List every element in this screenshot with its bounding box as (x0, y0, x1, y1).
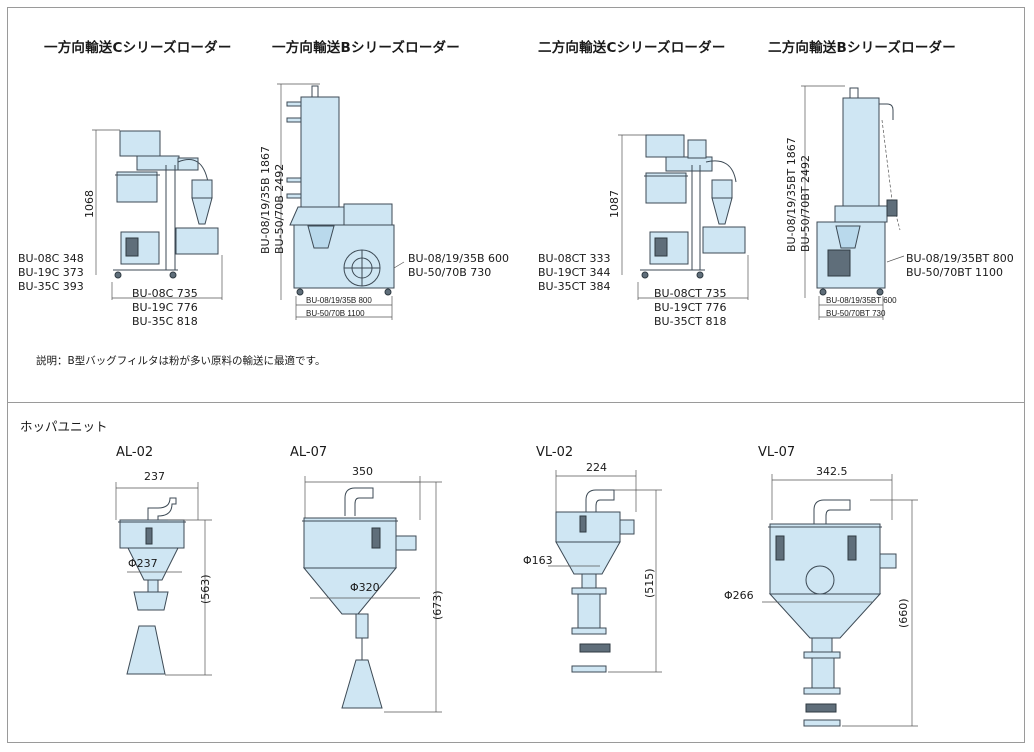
ct-series-height: 1087 (608, 190, 621, 218)
c-series-loader-drawing (92, 129, 223, 300)
b-series-right-dim-2: BU-50/70B 730 (408, 266, 492, 279)
b-series-title: 一方向輸送Bシリーズローダー (272, 40, 460, 56)
vl-02-drawing (548, 470, 662, 673)
al-07-height: (673) (431, 590, 444, 620)
c-series-bottom-dim-1: BU-08C 735 (132, 287, 198, 300)
bt-series-right-dim-2: BU-50/70BT 1100 (906, 266, 1004, 279)
vl-07-model: VL-07 (758, 445, 796, 460)
vl-07-drawing (762, 474, 918, 727)
ct-series-loader-drawing (618, 134, 749, 300)
vl-02-width: 224 (586, 461, 607, 474)
ct-series-bottom-dim-1: BU-08CT 735 (654, 287, 727, 300)
b-series-loader-drawing (277, 83, 405, 320)
ct-series-left-dim-2: BU-19CT 344 (538, 266, 611, 279)
al-02-diameter: Φ237 (128, 557, 158, 570)
bt-series-bottom-dim-1: BU-08/19/35BT 600 (826, 296, 897, 305)
c-series-title: 一方向輸送Cシリーズローダー (44, 40, 232, 56)
ct-series-bottom-dim-2: BU-19CT 776 (654, 301, 727, 314)
ct-series-bottom-dim-3: BU-35CT 818 (654, 315, 727, 328)
bt-series-height-1: BU-08/19/35BT 1867 (785, 137, 798, 252)
al-07-model: AL-07 (290, 445, 328, 460)
bt-series-title: 二方向輸送Bシリーズローダー (768, 40, 956, 56)
b-series-height-2: BU-50/70B 2492 (273, 163, 286, 254)
bt-series-right-dim-1: BU-08/19/35BT 800 (906, 252, 1014, 265)
vl-02-diameter: Φ163 (523, 554, 553, 567)
al-07-drawing (302, 476, 442, 713)
al-07-diameter: Φ320 (350, 581, 380, 594)
ct-series-title: 二方向輸送Cシリーズローダー (538, 40, 726, 56)
section-divider (7, 402, 1025, 403)
hopper-unit-title: ホッパユニット (20, 419, 108, 434)
description-note: 説明：B型バッグフィルタは粉が多い原料の輸送に最適です。 (36, 355, 326, 367)
vl-07-diameter: Φ266 (724, 589, 754, 602)
al-02-drawing (115, 482, 212, 676)
c-series-bottom-dim-3: BU-35C 818 (132, 315, 198, 328)
ct-series-left-dim-1: BU-08CT 333 (538, 252, 611, 265)
ct-series-left-dim-3: BU-35CT 384 (538, 280, 611, 293)
al-02-model: AL-02 (116, 445, 154, 460)
c-series-left-dim-2: BU-19C 373 (18, 266, 84, 279)
c-series-height: 1068 (83, 190, 96, 218)
b-series-bottom-dim-1: BU-08/19/35B 800 (306, 296, 372, 305)
al-07-width: 350 (352, 465, 373, 478)
vl-02-model: VL-02 (536, 445, 574, 460)
c-series-bottom-dim-2: BU-19C 776 (132, 301, 198, 314)
vl-07-width: 342.5 (816, 465, 848, 478)
bt-series-bottom-dim-2: BU-50/70BT 730 (826, 309, 886, 318)
vl-07-height: (660) (897, 598, 910, 628)
c-series-left-dim-3: BU-35C 393 (18, 280, 84, 293)
vl-02-height: (515) (643, 568, 656, 598)
bt-series-loader-drawing (801, 85, 905, 320)
b-series-bottom-dim-2: BU-50/70B 1100 (306, 309, 365, 318)
outer-frame (7, 7, 1025, 743)
b-series-right-dim-1: BU-08/19/35B 600 (408, 252, 510, 265)
al-02-width: 237 (144, 470, 165, 483)
al-02-height: (563) (199, 574, 212, 604)
b-series-height-1: BU-08/19/35B 1867 (259, 145, 272, 254)
bt-series-height-2: BU-50/70BT 2492 (799, 154, 812, 252)
c-series-left-dim-1: BU-08C 348 (18, 252, 84, 265)
